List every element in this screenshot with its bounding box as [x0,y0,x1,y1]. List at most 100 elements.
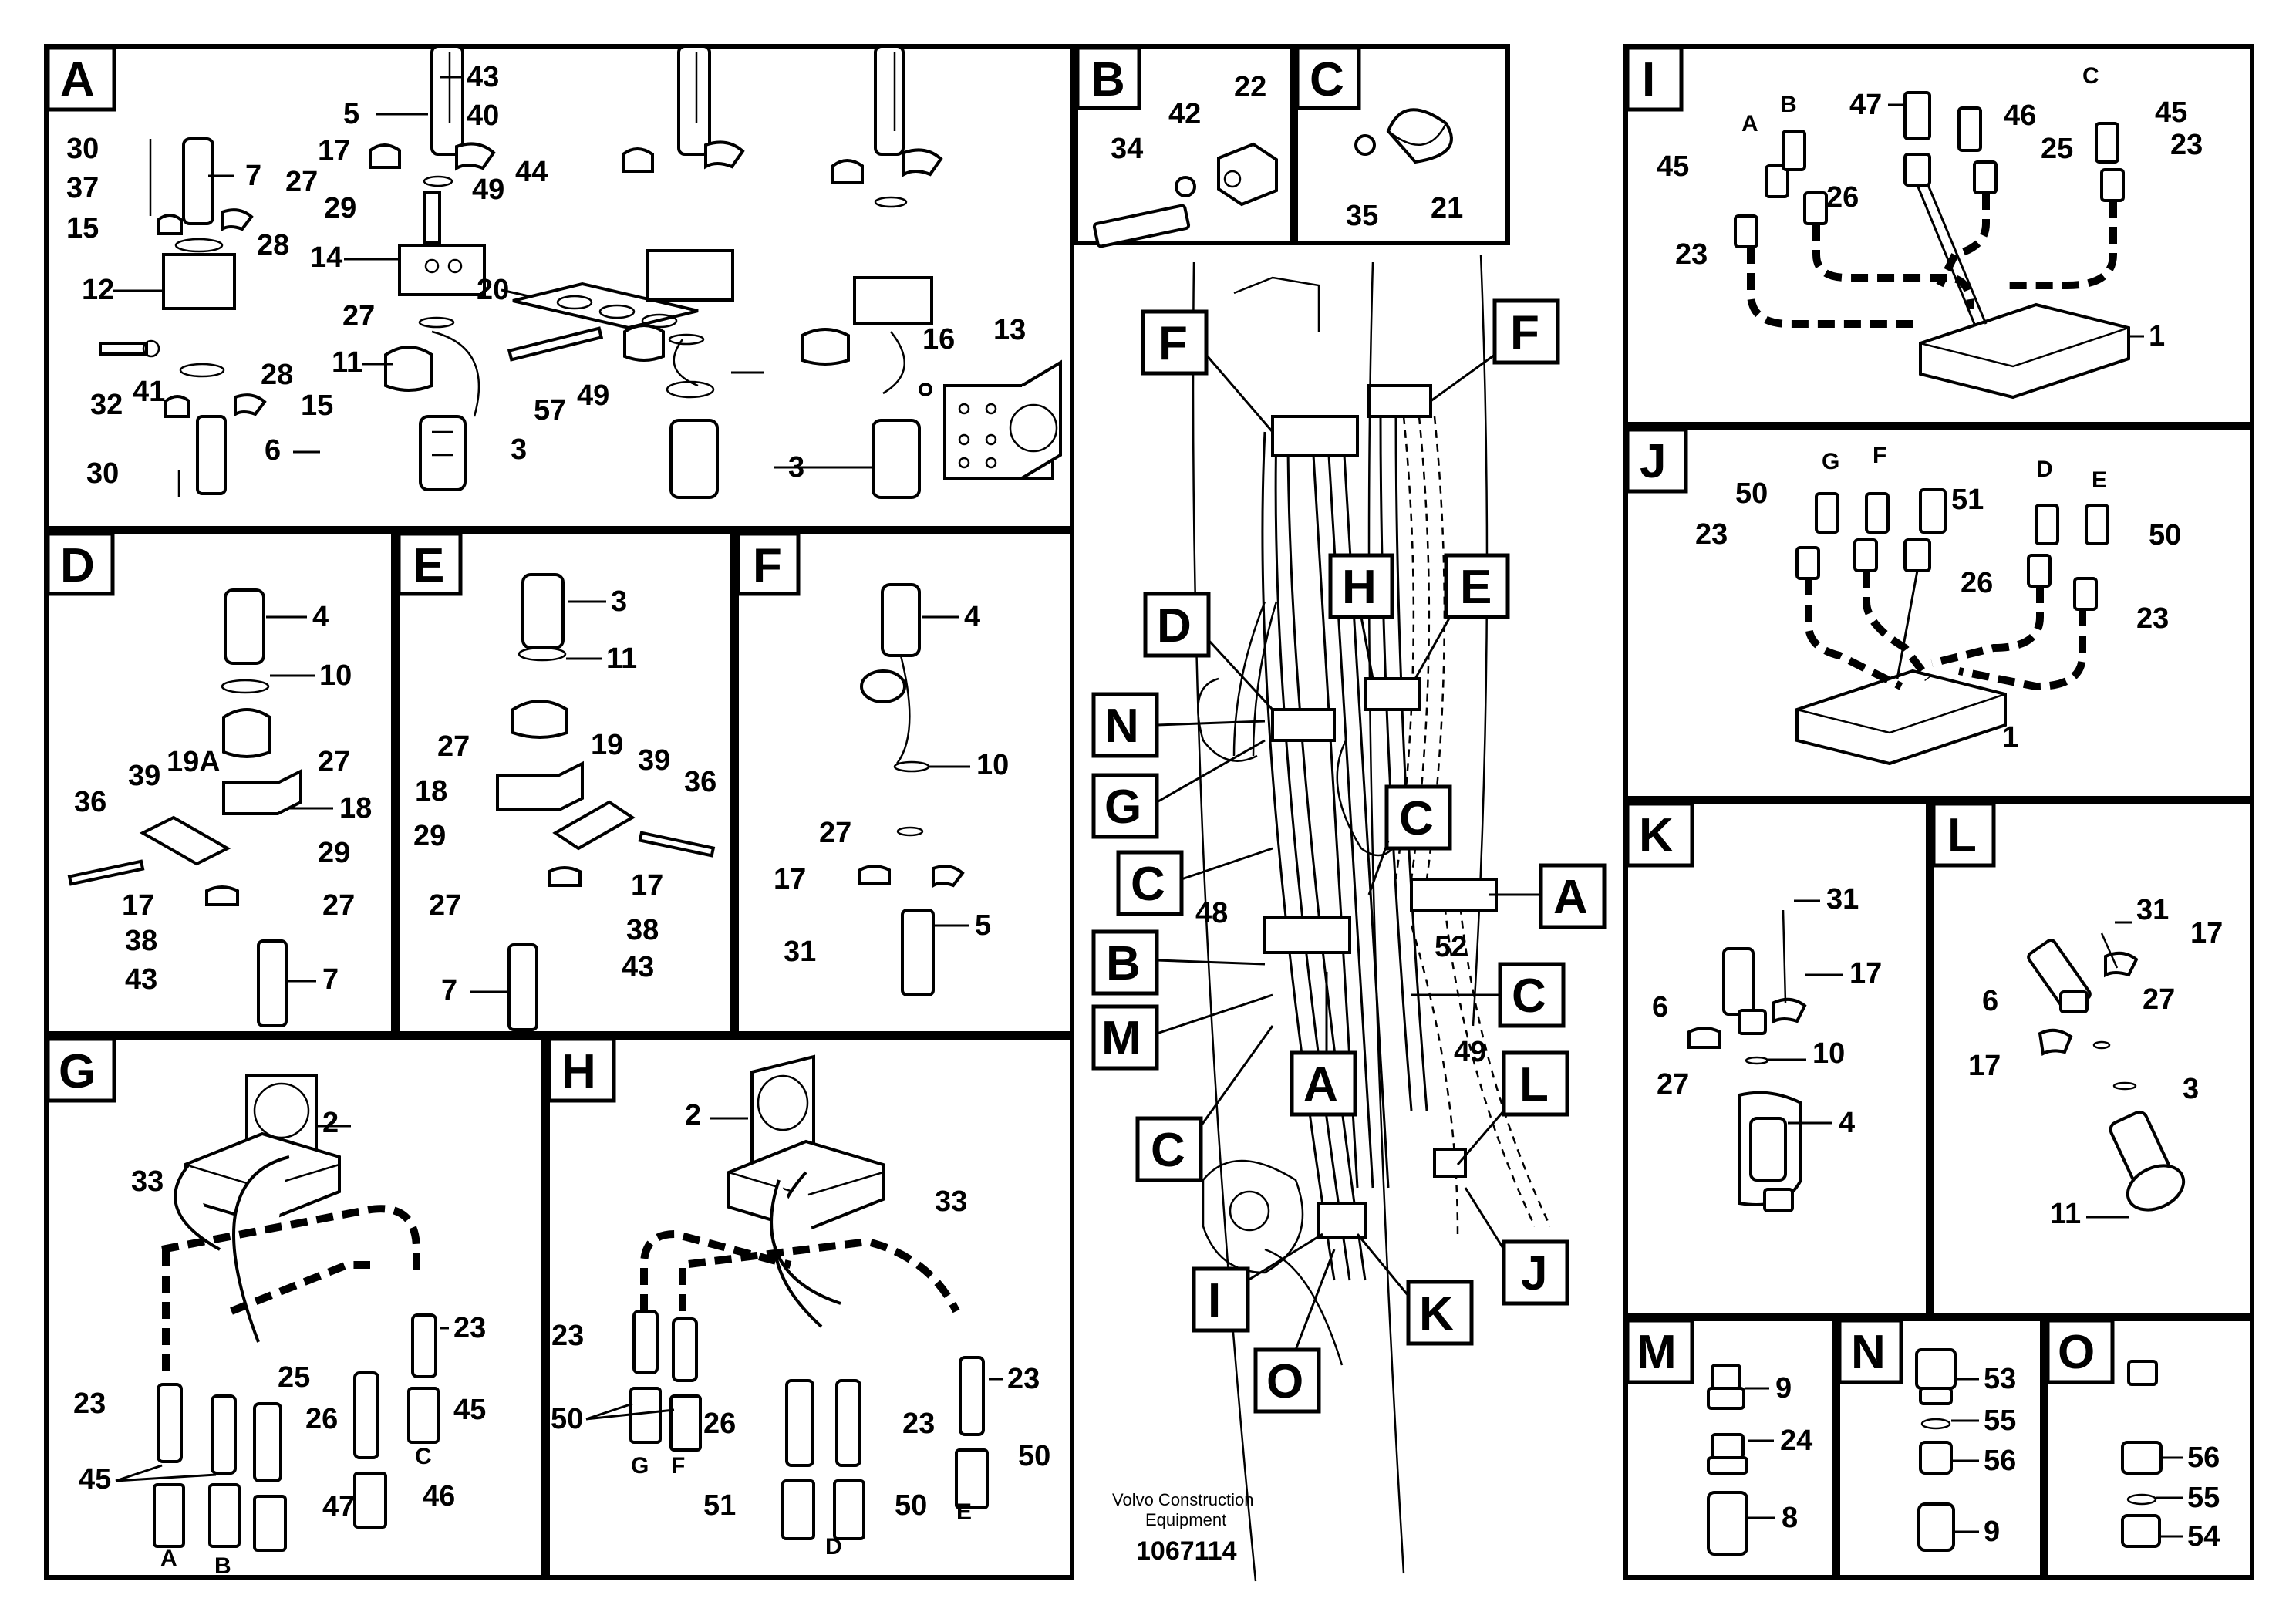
svg-text:18: 18 [415,775,447,808]
svg-text:15: 15 [301,389,333,422]
svg-text:28: 28 [261,359,293,391]
panel-m-drawing: 9 24 8 [1707,1364,1812,1556]
svg-text:F: F [671,1453,685,1479]
svg-text:C: C [1131,858,1165,911]
svg-text:47: 47 [322,1491,355,1523]
panel-k-drawing: 31 17 6 10 27 4 [1652,883,1882,1212]
svg-text:F: F [1510,306,1539,359]
svg-text:45: 45 [453,1394,486,1426]
svg-text:D: D [60,539,95,592]
svg-text:57: 57 [534,394,566,427]
panel-b-drawing: 34 42 22 [1092,71,1278,248]
svg-text:23: 23 [1007,1363,1040,1395]
svg-text:D: D [825,1534,842,1560]
svg-text:9: 9 [1984,1516,2000,1548]
svg-text:B: B [214,1553,231,1579]
svg-text:45: 45 [2155,96,2187,129]
panel-n-tag: N [1837,1318,1903,1384]
panel-c-frame [1293,44,1510,245]
svg-text:27: 27 [318,746,350,778]
svg-text:A: A [1553,871,1588,924]
svg-text:2: 2 [322,1107,339,1139]
svg-text:45: 45 [79,1463,111,1496]
svg-text:21: 21 [1431,192,1463,224]
svg-text:N: N [1104,700,1139,753]
svg-text:37: 37 [66,172,99,204]
svg-text:43: 43 [467,61,499,93]
svg-text:29: 29 [318,837,350,869]
panel-g-drawing: 2 33 23 23 25 26 45 45 46 47 A B C [73,1074,486,1579]
svg-text:34: 34 [1111,133,1143,165]
svg-text:18: 18 [339,792,372,824]
svg-text:3: 3 [511,433,527,466]
svg-text:49: 49 [472,174,504,206]
panel-j-drawing: 50 51 23 26 50 23 1 G F D E [1695,443,2181,766]
footer: Volvo Construction Equipment 1067114 [1112,1490,1253,1566]
svg-text:53: 53 [1984,1363,2016,1395]
svg-text:31: 31 [784,936,816,968]
svg-text:49: 49 [577,379,609,412]
svg-text:C: C [2082,63,2099,89]
panel-h-frame [545,1035,1074,1580]
svg-text:15: 15 [66,212,99,244]
svg-text:36: 36 [684,766,716,798]
svg-text:27: 27 [322,889,355,922]
svg-text:46: 46 [423,1480,455,1512]
svg-text:G: G [1822,449,1839,474]
svg-text:C: C [1399,792,1434,845]
panel-l-drawing: 31 17 6 27 17 3 11 [1968,894,2223,1230]
svg-text:17: 17 [1968,1050,2001,1082]
panel-i-drawing: 47 46 45 45 25 23 26 23 1 A B C [1657,63,2203,400]
svg-text:22: 22 [1234,71,1266,103]
svg-text:56: 56 [1984,1445,2016,1477]
svg-text:Volvo Construction: Volvo Construction [1112,1490,1253,1509]
svg-text:26: 26 [1826,181,1859,214]
svg-text:E: E [413,539,444,592]
panel-f-drawing: 4 10 27 17 5 31 [774,583,1009,996]
svg-text:17: 17 [2190,917,2223,949]
svg-text:45: 45 [1657,150,1689,183]
svg-text:9: 9 [1775,1372,1792,1404]
svg-text:17: 17 [1849,957,1882,990]
svg-text:46: 46 [2004,99,2036,132]
svg-text:M: M [1101,1012,1141,1065]
svg-text:25: 25 [2041,133,2073,165]
svg-text:43: 43 [125,963,157,996]
svg-text:50: 50 [1018,1440,1050,1472]
panel-i-frame [1623,44,2254,427]
svg-text:47: 47 [1849,89,1882,121]
svg-text:I: I [1208,1274,1221,1327]
panel-m-tag: M [1625,1318,1694,1384]
svg-text:4: 4 [312,601,329,633]
svg-text:C: C [1310,53,1344,106]
svg-text:28: 28 [257,229,289,261]
svg-text:14: 14 [310,241,342,274]
svg-text:Equipment: Equipment [1145,1510,1226,1529]
panel-a-labels: 43 5 40 17 27 29 14 7 30 37 15 28 12 20 … [66,61,1026,490]
svg-text:O: O [1266,1355,1303,1408]
svg-text:6: 6 [265,434,281,467]
panel-n-drawing: 53 55 56 9 [1915,1348,2016,1552]
svg-text:B: B [1091,53,1125,106]
svg-text:4: 4 [1839,1107,1855,1139]
svg-text:K: K [1639,809,1674,862]
svg-text:11: 11 [332,346,362,379]
svg-text:31: 31 [2136,894,2169,926]
panel-b-tag: B [1075,46,1141,110]
svg-text:7: 7 [245,160,261,192]
svg-text:6: 6 [1652,991,1668,1023]
svg-text:J: J [1521,1247,1547,1300]
panel-c-drawing: 35 21 [1346,108,1463,232]
svg-text:23: 23 [453,1312,486,1344]
svg-text:E: E [2092,467,2107,493]
svg-text:26: 26 [1961,567,1993,599]
panel-o-drawing: 56 55 54 [2121,1360,2220,1553]
svg-text:5: 5 [975,909,991,942]
svg-text:1: 1 [2149,320,2165,352]
svg-text:B: B [1780,92,1797,117]
svg-text:19: 19 [591,729,623,761]
svg-text:23: 23 [2136,602,2169,635]
panel-l-frame [1930,800,2254,1317]
panel-g-tag: G [46,1037,116,1103]
